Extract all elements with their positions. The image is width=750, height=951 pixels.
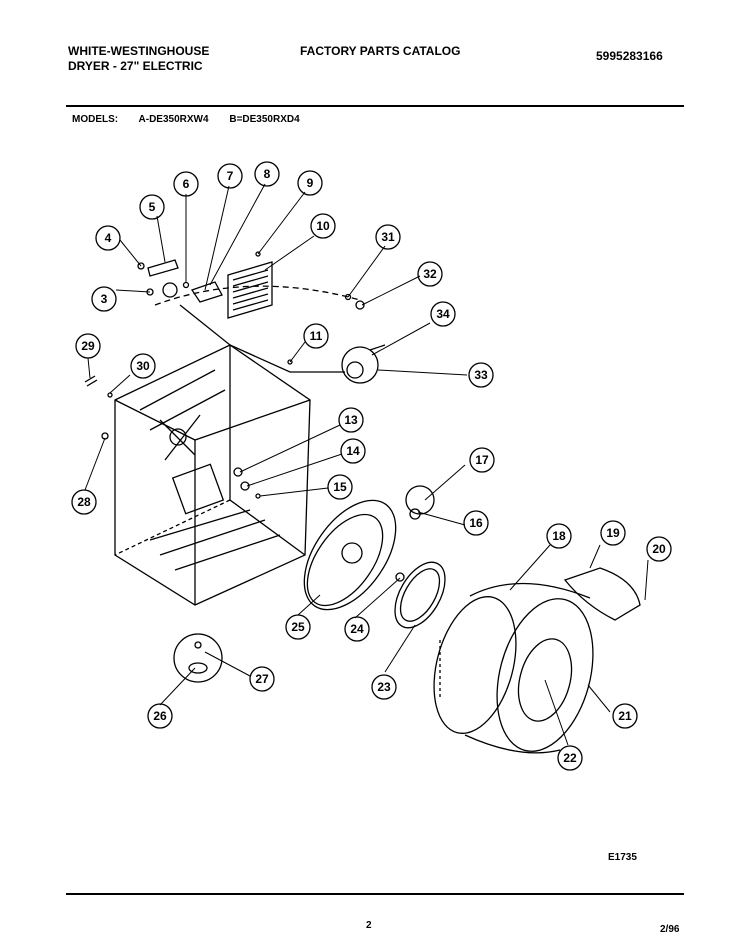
page-number: 2 xyxy=(366,920,372,931)
svg-text:3: 3 xyxy=(101,292,108,306)
callout-26: 26 xyxy=(147,703,173,729)
callout-25: 25 xyxy=(285,614,311,640)
baffle-drawing xyxy=(563,567,641,621)
svg-text:24: 24 xyxy=(350,622,364,636)
part-number: 5995283166 xyxy=(596,49,663,63)
callout-21: 21 xyxy=(612,703,638,729)
svg-text:19: 19 xyxy=(606,526,620,540)
leader-lines xyxy=(84,183,649,746)
svg-text:5: 5 xyxy=(149,200,156,214)
cabinet-drawing xyxy=(114,285,361,606)
top-parts-drawing xyxy=(137,251,365,365)
svg-text:14: 14 xyxy=(346,444,360,458)
callout-10: 10 xyxy=(310,213,336,239)
svg-text:20: 20 xyxy=(652,542,666,556)
callout-13: 13 xyxy=(338,407,364,433)
callout-24: 24 xyxy=(344,616,370,642)
callout-5: 5 xyxy=(139,194,165,220)
svg-text:18: 18 xyxy=(552,529,566,543)
callout-28: 28 xyxy=(71,489,97,515)
callout-27: 27 xyxy=(249,666,275,692)
svg-text:11: 11 xyxy=(310,329,323,343)
callout-17: 17 xyxy=(469,447,495,473)
svg-text:17: 17 xyxy=(475,453,489,467)
callout-9: 9 xyxy=(297,170,323,196)
seal-drawing xyxy=(394,485,446,629)
svg-text:6: 6 xyxy=(183,177,190,191)
svg-text:26: 26 xyxy=(153,709,167,723)
callout-3: 3 xyxy=(91,286,117,312)
svg-text:13: 13 xyxy=(344,413,358,427)
svg-text:9: 9 xyxy=(307,176,314,190)
callout-8: 8 xyxy=(254,161,280,187)
footer-rule xyxy=(66,893,684,895)
left-parts-drawing xyxy=(84,375,113,440)
print-date: 2/96 xyxy=(660,924,680,935)
svg-text:25: 25 xyxy=(291,620,305,634)
svg-text:16: 16 xyxy=(469,516,483,530)
svg-text:8: 8 xyxy=(264,167,271,181)
callout-31: 31 xyxy=(375,224,401,250)
svg-text:7: 7 xyxy=(227,169,234,183)
callout-4: 4 xyxy=(95,225,121,251)
callout-20: 20 xyxy=(646,536,672,562)
catalog-title: FACTORY PARTS CATALOG xyxy=(300,44,461,58)
manufacturer-name: WHITE-WESTINGHOUSE xyxy=(68,44,210,58)
callout-29: 29 xyxy=(75,333,101,359)
callout-34: 34 xyxy=(430,301,456,327)
callout-32: 32 xyxy=(417,261,443,287)
thermostat-drawing xyxy=(233,344,386,499)
drum-drawing xyxy=(433,582,594,754)
product-name: DRYER - 27" ELECTRIC xyxy=(68,59,203,73)
svg-text:27: 27 xyxy=(255,672,269,686)
callout-19: 19 xyxy=(600,520,626,546)
callout-30: 30 xyxy=(130,353,156,379)
callout-11: 11 xyxy=(303,323,329,349)
svg-text:15: 15 xyxy=(333,480,347,494)
svg-text:31: 31 xyxy=(381,230,395,244)
model-a: A-DE350RXW4 xyxy=(138,114,209,125)
svg-text:28: 28 xyxy=(77,495,91,509)
models-label: MODELS: xyxy=(72,114,119,125)
svg-text:23: 23 xyxy=(377,680,391,694)
callout-7: 7 xyxy=(217,163,243,189)
svg-text:21: 21 xyxy=(618,709,632,723)
svg-text:29: 29 xyxy=(81,339,95,353)
svg-text:30: 30 xyxy=(136,359,150,373)
callout-18: 18 xyxy=(546,523,572,549)
svg-text:32: 32 xyxy=(423,267,437,281)
foot-drawing xyxy=(173,633,223,683)
callout-33: 33 xyxy=(468,362,494,388)
figure-id: E1735 xyxy=(608,852,637,863)
models-line: MODELS: A-DE350RXW4 B=DE350RXD4 xyxy=(72,114,318,125)
callout-6: 6 xyxy=(173,171,199,197)
model-b: B=DE350RXD4 xyxy=(229,114,300,125)
header-rule xyxy=(66,105,684,107)
svg-text:33: 33 xyxy=(474,368,488,382)
callout-16: 16 xyxy=(463,510,489,536)
svg-text:22: 22 xyxy=(563,751,577,765)
svg-text:10: 10 xyxy=(316,219,330,233)
svg-text:34: 34 xyxy=(436,307,450,321)
bulkhead-drawing xyxy=(303,499,397,611)
callout-14: 14 xyxy=(340,438,366,464)
callout-15: 15 xyxy=(327,474,353,500)
svg-text:4: 4 xyxy=(105,231,112,245)
callout-22: 22 xyxy=(557,745,583,771)
callout-23: 23 xyxy=(371,674,397,700)
